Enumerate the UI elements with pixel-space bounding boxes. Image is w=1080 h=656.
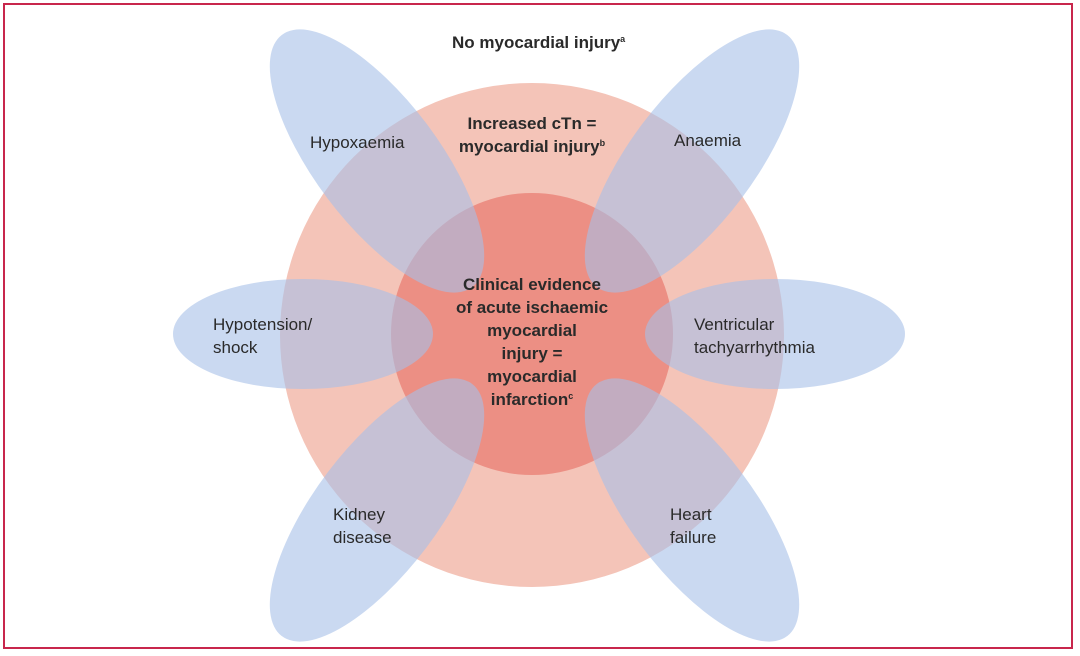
no-myocardial-injury-label: No myocardial injurya bbox=[452, 33, 626, 52]
kidney-disease-label: Kidney disease bbox=[333, 505, 392, 547]
anaemia-label: Anaemia bbox=[674, 131, 742, 150]
hypoxaemia-label: Hypoxaemia bbox=[310, 133, 405, 152]
petal-heart-failure bbox=[584, 378, 800, 642]
petal-ventricular bbox=[645, 279, 905, 389]
condition-petals bbox=[173, 29, 905, 642]
petal-hypotension bbox=[173, 279, 433, 389]
hypotension-label: Hypotension/ shock bbox=[213, 315, 313, 357]
ventricular-label: Ventricular tachyarrhythmia bbox=[694, 315, 815, 357]
figure-border bbox=[3, 3, 1073, 649]
petal-kidney bbox=[269, 378, 485, 642]
myocardial-injury-label: Increased cTn = myocardial injuryb bbox=[458, 114, 606, 156]
petal-hypoxaemia bbox=[269, 29, 485, 293]
petal-anaemia bbox=[584, 29, 800, 293]
myocardial-infarction-label: Clinical evidence of acute ischaemic myo… bbox=[455, 275, 609, 409]
heart-failure-label: Heart failure bbox=[670, 505, 717, 547]
